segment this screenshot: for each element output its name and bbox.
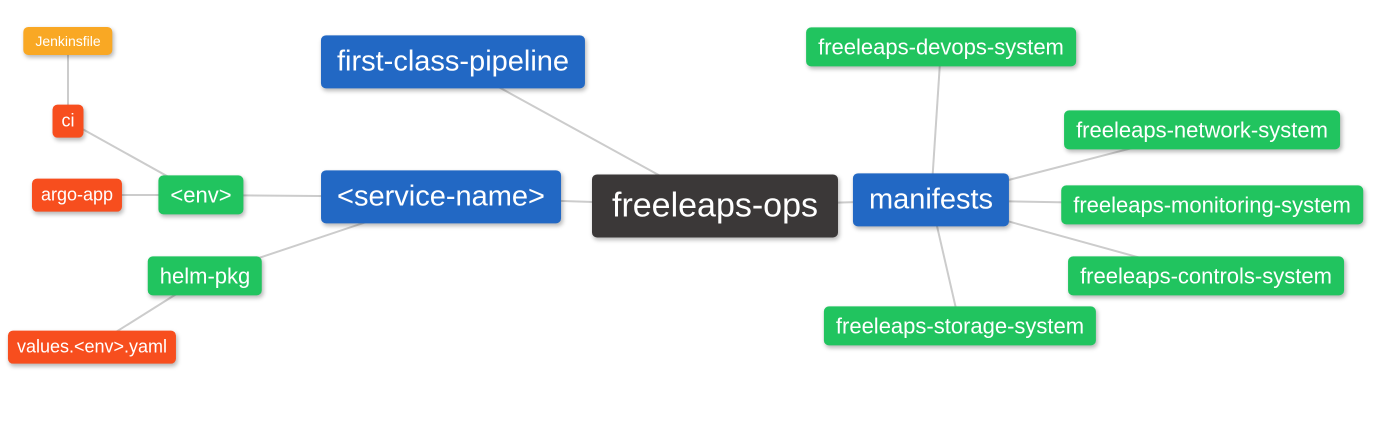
mindmap-node-freeleaps-network-system[interactable]: freeleaps-network-system xyxy=(1064,110,1340,150)
mindmap-node-values-env-yaml[interactable]: values.<env>.yaml xyxy=(7,330,177,364)
mindmap-node-env[interactable]: <env> xyxy=(158,175,244,215)
mindmap-node-freeleaps-monitoring-system[interactable]: freeleaps-monitoring-system xyxy=(1061,185,1363,225)
mindmap-node-first-class-pipeline[interactable]: first-class-pipeline xyxy=(320,35,586,89)
mindmap-node-argo-app[interactable]: argo-app xyxy=(31,178,123,212)
mindmap-node-ci[interactable]: ci xyxy=(52,104,84,138)
mindmap-node-freeleaps-storage-system[interactable]: freeleaps-storage-system xyxy=(823,306,1097,346)
mindmap-node-freeleaps-controls-system[interactable]: freeleaps-controls-system xyxy=(1068,256,1344,296)
mindmap-node-manifests[interactable]: manifests xyxy=(852,173,1010,227)
mindmap-node-freeleaps-devops-system[interactable]: freeleaps-devops-system xyxy=(806,27,1076,67)
mindmap-node-helm-pkg[interactable]: helm-pkg xyxy=(147,256,263,296)
mindmap-node-service-name[interactable]: <service-name> xyxy=(321,170,561,224)
mindmap-node-jenkinsfile[interactable]: Jenkinsfile xyxy=(23,26,113,56)
mindmap-node-freeleaps-ops[interactable]: freeleaps-ops xyxy=(591,174,839,238)
